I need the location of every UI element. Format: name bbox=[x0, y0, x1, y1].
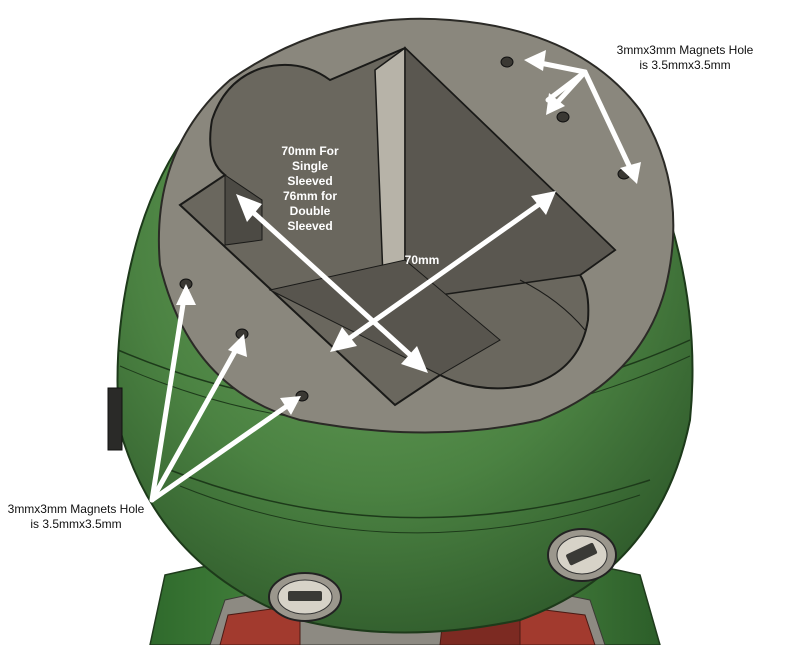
width-dimension-label: 70mm bbox=[404, 253, 440, 267]
label-line: 3mmx3mm Magnets Hole bbox=[616, 43, 754, 57]
port-left bbox=[268, 572, 342, 622]
magnet-arrow-right bbox=[582, 69, 635, 175]
top-face bbox=[157, 17, 675, 434]
magnet-hole-label-bottom-left: 3mmx3mm Magnets Hole is 3.5mmx3.5mm bbox=[0, 502, 152, 532]
label-line: Sleeved bbox=[287, 174, 333, 188]
width-dimension-arrow bbox=[337, 195, 551, 348]
arrow-head bbox=[401, 346, 428, 373]
label-line: Sleeved bbox=[287, 219, 333, 233]
label-line: 3mmx3mm Magnets Hole bbox=[7, 502, 145, 516]
magnet-arrow-left-3 bbox=[149, 401, 293, 503]
magnet-arrow-left-2 bbox=[149, 343, 241, 503]
diagonal-dimension-label: 70mm For Single Sleeved 76mm for Double … bbox=[262, 144, 358, 234]
label-line: 76mm for bbox=[282, 189, 338, 203]
label-line: Single bbox=[291, 159, 328, 173]
label-line: Double bbox=[289, 204, 331, 218]
magnet-arrow-left-1 bbox=[149, 295, 187, 503]
label-line: is 3.5mmx3.5mm bbox=[30, 517, 122, 531]
magnet-hole-label-top-right: 3mmx3mm Magnets Hole is 3.5mmx3.5mm bbox=[585, 43, 785, 73]
label-line: is 3.5mmx3.5mm bbox=[639, 58, 731, 72]
arrow-head bbox=[330, 327, 357, 352]
arrow-head bbox=[531, 191, 556, 215]
dimension-arrows bbox=[149, 50, 641, 503]
diagonal-dimension-arrow bbox=[242, 202, 421, 365]
port-right bbox=[547, 528, 617, 582]
arrow-head bbox=[236, 194, 262, 222]
label-line: 70mm For bbox=[281, 144, 339, 158]
